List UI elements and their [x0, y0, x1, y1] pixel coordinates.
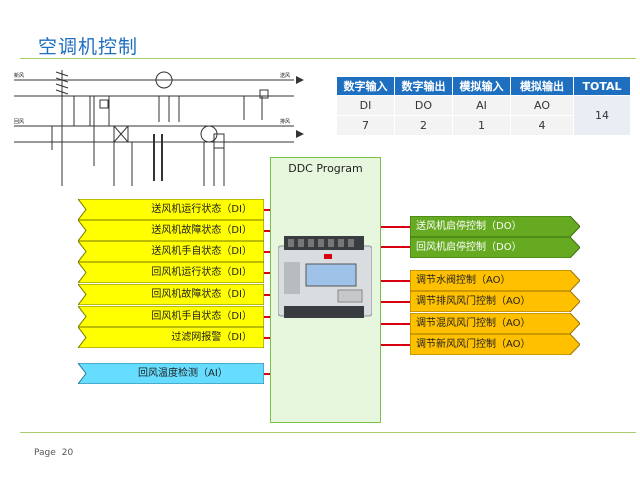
output-exhaust-damper: 调节排风风门控制（AO） — [410, 291, 580, 312]
wire-input-0 — [264, 209, 271, 211]
wire-input-3 — [264, 272, 271, 274]
ahu-schematic: 新风 送风 回风 排风 — [14, 70, 304, 186]
total-count: 14 — [573, 95, 631, 136]
svg-text:新风: 新风 — [14, 72, 24, 79]
output-return-fan-start-stop: 回风机启停控制（DO） — [410, 237, 580, 258]
input-return-fan-fault-status: 回风机故障状态（DI） — [78, 284, 264, 305]
page-number: 20 — [61, 448, 74, 458]
wire-output-2 — [380, 280, 410, 282]
page-title: 空调机控制 — [38, 36, 139, 58]
footer-rule — [20, 432, 636, 433]
page-footer: Page 20 — [34, 448, 79, 458]
ddc-controller-device — [278, 236, 372, 318]
header-analog-output: 模拟输出 — [510, 76, 574, 96]
wire-input-6 — [264, 337, 271, 339]
type-di: DI — [336, 95, 395, 116]
input-return-fan-run-status: 回风机运行状态（DI） — [78, 262, 264, 283]
header-digital-output: 数字输出 — [394, 76, 453, 96]
wire-output-4 — [380, 323, 410, 325]
header-digital-input: 数字输入 — [336, 76, 395, 96]
header-total: TOTAL — [573, 76, 631, 96]
wire-input-5 — [264, 316, 271, 318]
svg-text:回风: 回风 — [14, 119, 24, 125]
output-water-valve: 调节水阀控制（AO） — [410, 270, 580, 291]
wire-output-0 — [380, 226, 410, 228]
svg-text:送风: 送风 — [280, 72, 290, 79]
output-supply-fan-start-stop: 送风机启停控制（DO） — [410, 216, 580, 237]
type-ai: AI — [452, 95, 511, 116]
page-label: Page — [34, 448, 56, 458]
wire-input-4 — [264, 294, 271, 296]
output-fresh-air-damper: 调节新风风门控制（AO） — [410, 334, 580, 355]
output-mixing-damper: 调节混风风门控制（AO） — [410, 313, 580, 334]
ddc-program-label: DDC Program — [288, 162, 363, 175]
count-ao: 4 — [510, 115, 574, 136]
type-do: DO — [394, 95, 453, 116]
count-do: 2 — [394, 115, 453, 136]
input-return-air-temperature: 回风温度检测（AI） — [78, 363, 264, 384]
title-rule — [20, 58, 636, 59]
wire-input-2 — [264, 251, 271, 253]
count-di: 7 — [336, 115, 395, 136]
input-supply-fan-run-status: 送风机运行状态（DI） — [78, 199, 264, 220]
type-ao: AO — [510, 95, 574, 116]
header-analog-input: 模拟输入 — [452, 76, 511, 96]
wire-output-1 — [380, 246, 410, 248]
input-supply-fan-hand-auto-status: 送风机手自状态（DI） — [78, 241, 264, 262]
wire-output-5 — [380, 344, 410, 346]
count-ai: 1 — [452, 115, 511, 136]
svg-text:排风: 排风 — [280, 118, 290, 125]
wire-input-7 — [264, 373, 271, 375]
input-filter-alarm: 过滤网报警（DI） — [78, 327, 264, 348]
io-summary-table: 数字输入 数字输出 模拟输入 模拟输出 TOTAL DI DO AI AO 14… — [336, 76, 631, 136]
wire-input-1 — [264, 230, 271, 232]
input-return-fan-hand-auto-status: 回风机手自状态（DI） — [78, 306, 264, 327]
input-supply-fan-fault-status: 送风机故障状态（DI） — [78, 220, 264, 241]
wire-output-3 — [380, 301, 410, 303]
